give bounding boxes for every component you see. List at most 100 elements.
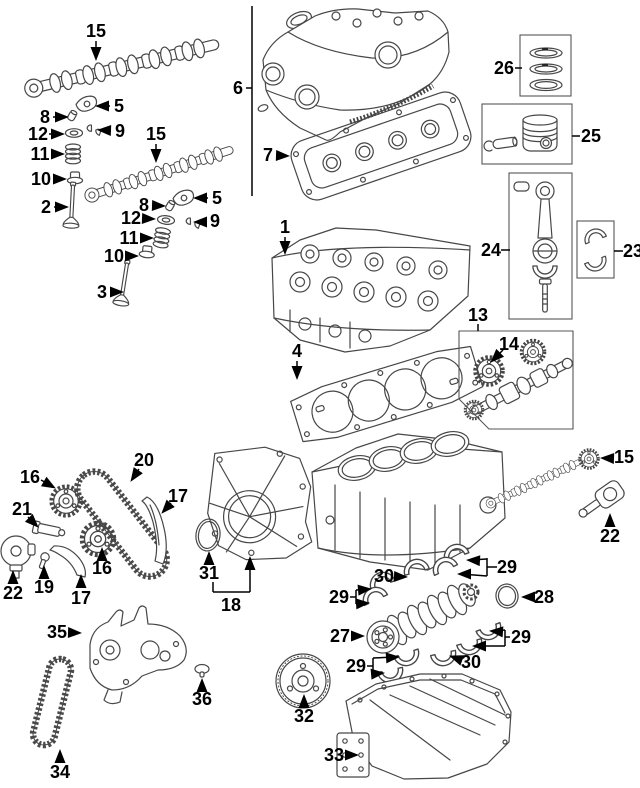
callout-spring-retainer[interactable]: 12 <box>121 208 156 228</box>
callout-number[interactable]: 23 <box>623 241 640 261</box>
callout-number[interactable]: 30 <box>374 566 394 586</box>
callout-number[interactable]: 30 <box>461 652 481 672</box>
callout-number[interactable]: 18 <box>221 595 241 615</box>
callout-number[interactable]: 6 <box>233 78 243 98</box>
callout-number[interactable]: 33 <box>324 745 344 765</box>
callout-number[interactable]: 29 <box>497 557 517 577</box>
callout-number[interactable]: 10 <box>31 169 51 189</box>
callout-number[interactable]: 4 <box>292 341 302 361</box>
callout-crankshaft[interactable]: 27 <box>330 626 365 646</box>
callout-number[interactable]: 8 <box>139 195 149 215</box>
callout-number[interactable]: 19 <box>34 577 54 597</box>
callout-sealing-cap[interactable]: 36 <box>192 678 212 709</box>
callout-number[interactable]: 36 <box>192 689 212 709</box>
callout-intake-camshaft[interactable]: 15 <box>146 124 166 163</box>
callout-main-bearings[interactable]: 29 <box>472 625 531 652</box>
callout-number[interactable]: 24 <box>481 240 501 260</box>
callout-piston[interactable]: 25 <box>572 126 601 146</box>
callout-number[interactable]: 28 <box>534 587 554 607</box>
callout-vibration-damper[interactable]: 32 <box>294 694 314 726</box>
callout-oil-pump-chain[interactable]: 34 <box>50 749 70 782</box>
callout-number[interactable]: 22 <box>600 526 620 546</box>
callout-exhaust-camshaft[interactable]: 15 <box>86 21 106 61</box>
callout-cam-follower[interactable]: 5 <box>193 188 222 208</box>
callout-main-bearings[interactable]: 29 <box>346 651 400 680</box>
callout-oil-pump-drive[interactable]: 22 <box>3 570 23 603</box>
callout-number[interactable]: 34 <box>50 762 70 782</box>
callout-camshaft[interactable]: 15 <box>600 447 634 467</box>
callout-number[interactable]: 22 <box>3 583 23 603</box>
callout-number[interactable]: 9 <box>115 121 125 141</box>
callout-guide-rail[interactable]: 17 <box>71 574 91 608</box>
callout-number[interactable]: 29 <box>511 627 531 647</box>
callout-timing-gear[interactable]: 16 <box>20 467 59 493</box>
callout-number[interactable]: 25 <box>581 126 601 146</box>
callout-timing-cover[interactable]: 18 <box>212 556 256 615</box>
callout-chain-tensioner[interactable]: 21 <box>12 499 43 532</box>
callout-valve-keepers[interactable]: 9 <box>193 211 220 231</box>
callout-main-bearings[interactable]: 29 <box>329 583 372 610</box>
callout-lash-adjuster[interactable]: 8 <box>139 195 166 215</box>
callout-number[interactable]: 31 <box>199 563 219 583</box>
callout-number[interactable]: 8 <box>40 107 50 127</box>
callout-number[interactable]: 15 <box>614 447 634 467</box>
callout-vacuum-pump[interactable]: 22 <box>600 513 620 546</box>
callout-number[interactable]: 29 <box>329 587 349 607</box>
callout-rear-main-seal[interactable]: 28 <box>521 587 554 607</box>
callout-number[interactable]: 5 <box>114 96 124 116</box>
callout-valve-stem-seal[interactable]: 10 <box>104 246 139 266</box>
callout-number[interactable]: 2 <box>41 197 51 217</box>
callout-number[interactable]: 27 <box>330 626 350 646</box>
callout-number[interactable]: 26 <box>494 58 514 78</box>
callout-number[interactable]: 16 <box>20 467 40 487</box>
callout-head-gasket[interactable]: 4 <box>291 341 303 380</box>
callout-rod-bearings[interactable]: 23 <box>614 241 640 261</box>
callout-vanos-gear[interactable]: 16 <box>92 547 112 578</box>
callout-piston-rings[interactable]: 26 <box>494 58 522 78</box>
callout-number[interactable]: 16 <box>92 558 112 578</box>
callout-number[interactable]: 5 <box>212 188 222 208</box>
callout-cylinder-head[interactable]: 1 <box>279 217 291 255</box>
callout-number[interactable]: 17 <box>71 588 91 608</box>
callout-cam-follower[interactable]: 5 <box>95 96 124 116</box>
callout-thrust-bearing[interactable]: 30 <box>447 650 481 672</box>
callout-number[interactable]: 14 <box>499 334 519 354</box>
callout-number[interactable]: 32 <box>294 706 314 726</box>
callout-valve-spring[interactable]: 11 <box>119 228 154 248</box>
callout-connecting-rod[interactable]: 24 <box>481 240 510 260</box>
callout-spring-retainer[interactable]: 12 <box>28 124 65 144</box>
callout-valve-keepers[interactable]: 9 <box>97 121 125 141</box>
callout-balance-shaft-assembly[interactable]: 13 <box>468 305 488 331</box>
callout-number[interactable]: 35 <box>47 622 67 642</box>
callout-balance-shaft-gear[interactable]: 14 <box>486 334 519 367</box>
callout-number[interactable]: 12 <box>121 208 141 228</box>
callout-oil-pan[interactable]: 33 <box>324 745 359 765</box>
callout-number[interactable]: 13 <box>468 305 488 325</box>
callout-number[interactable]: 15 <box>86 21 106 41</box>
callout-thrust-bearing[interactable]: 30 <box>374 566 408 586</box>
callout-front-crank-seal[interactable]: 31 <box>199 551 219 583</box>
callout-number[interactable]: 10 <box>104 246 124 266</box>
callout-number[interactable]: 1 <box>280 217 290 237</box>
callout-number[interactable]: 3 <box>97 282 107 302</box>
callout-tensioner-rail[interactable]: 17 <box>157 486 188 517</box>
callout-intake-valve[interactable]: 3 <box>97 282 124 302</box>
callout-number[interactable]: 29 <box>346 656 366 676</box>
callout-exhaust-valve[interactable]: 2 <box>41 197 69 217</box>
callout-valve-stem-seal[interactable]: 10 <box>31 169 67 189</box>
callout-number[interactable]: 7 <box>263 145 273 165</box>
callout-valve-spring[interactable]: 11 <box>30 144 65 164</box>
callout-number[interactable]: 17 <box>168 486 188 506</box>
callout-number[interactable]: 11 <box>30 144 49 164</box>
callout-number[interactable]: 11 <box>119 228 138 248</box>
callout-number[interactable]: 15 <box>146 124 166 144</box>
callout-number[interactable]: 21 <box>12 499 32 519</box>
callout-main-bearings[interactable]: 29 <box>457 554 517 580</box>
callout-number[interactable]: 9 <box>210 211 220 231</box>
callout-timing-chain[interactable]: 20 <box>126 450 154 485</box>
callout-valve-cover-gasket[interactable]: 7 <box>263 145 290 165</box>
callout-number[interactable]: 20 <box>134 450 154 470</box>
callout-oil-pump[interactable]: 35 <box>47 622 82 642</box>
callout-tensioner-bolt[interactable]: 19 <box>34 565 54 597</box>
callout-lash-adjuster[interactable]: 8 <box>40 107 69 127</box>
